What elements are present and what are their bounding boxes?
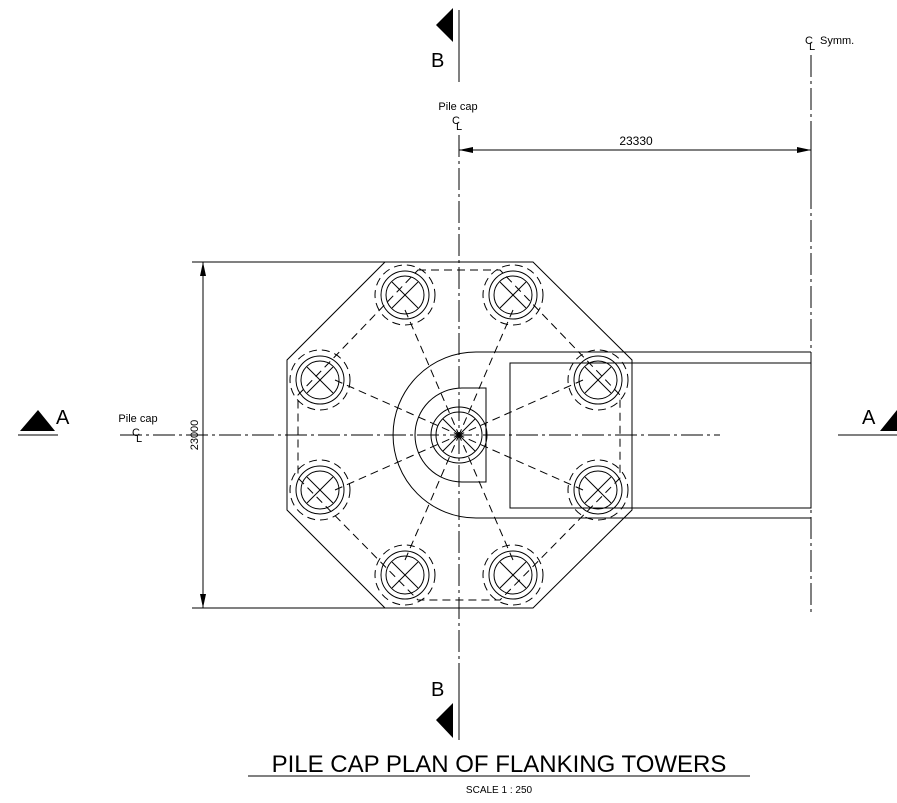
radial-ties [334,309,584,561]
section-b-top-letter: B [431,50,444,72]
centerline-symbol-left: C [132,427,140,439]
centerline-symbol-symm: C [805,35,813,47]
deck-girder-outline [392,351,811,519]
pile-dashed-ring [374,544,436,606]
central-pile-inner [435,411,483,459]
section-b-bottom-letter: B [431,679,444,701]
section-b-top-arrow [436,8,453,42]
pile [482,264,544,326]
pile-dashed-ring [374,264,436,326]
pile-dashed-ring [567,459,629,521]
pile-dashed-ring [567,349,629,411]
section-a-right-arrow [880,410,897,431]
piles-group [289,264,629,606]
pile-dashed-ring [482,544,544,606]
drawing-scale: SCALE 1 : 250 [466,785,533,796]
centerline-symbol-top-l: L [456,121,462,133]
central-pier-outline [414,387,487,483]
pile-cap-label-left: Pile cap [118,413,157,425]
horizontal-dimension: 23330 [459,134,812,195]
central-pile-outer [430,406,488,464]
vertical-dimension-value: 23000 [189,420,201,451]
pile [567,349,629,411]
section-a-left-arrow [20,410,55,431]
pile [374,544,436,606]
vertical-dimension: 23000 [189,261,385,609]
pile-dashed-ring [289,459,351,521]
drawing-title: PILE CAP PLAN OF FLANKING TOWERS [272,751,727,778]
pile [567,459,629,521]
centerline-symbol-left-l: L [136,433,142,445]
section-a-left-letter: A [56,407,70,429]
section-a-right-letter: A [862,407,876,429]
centerline-symbol-top: C [452,115,460,127]
pile [374,264,436,326]
pile [289,459,351,521]
pile-dashed-ring [482,264,544,326]
deck-inner-box [509,362,812,509]
tower-footprint-dashed [297,269,621,601]
section-b-bottom-arrow [436,703,453,738]
symmetry-label: Symm. [820,35,854,47]
pile-cap-octagon [286,261,633,609]
centerline-symbol-symm-l: L [809,41,815,53]
horizontal-dimension-value: 23330 [619,134,653,148]
pile [289,349,351,411]
pile-dashed-ring [289,349,351,411]
pile-cap-label-top: Pile cap [438,101,477,113]
pile [482,544,544,606]
